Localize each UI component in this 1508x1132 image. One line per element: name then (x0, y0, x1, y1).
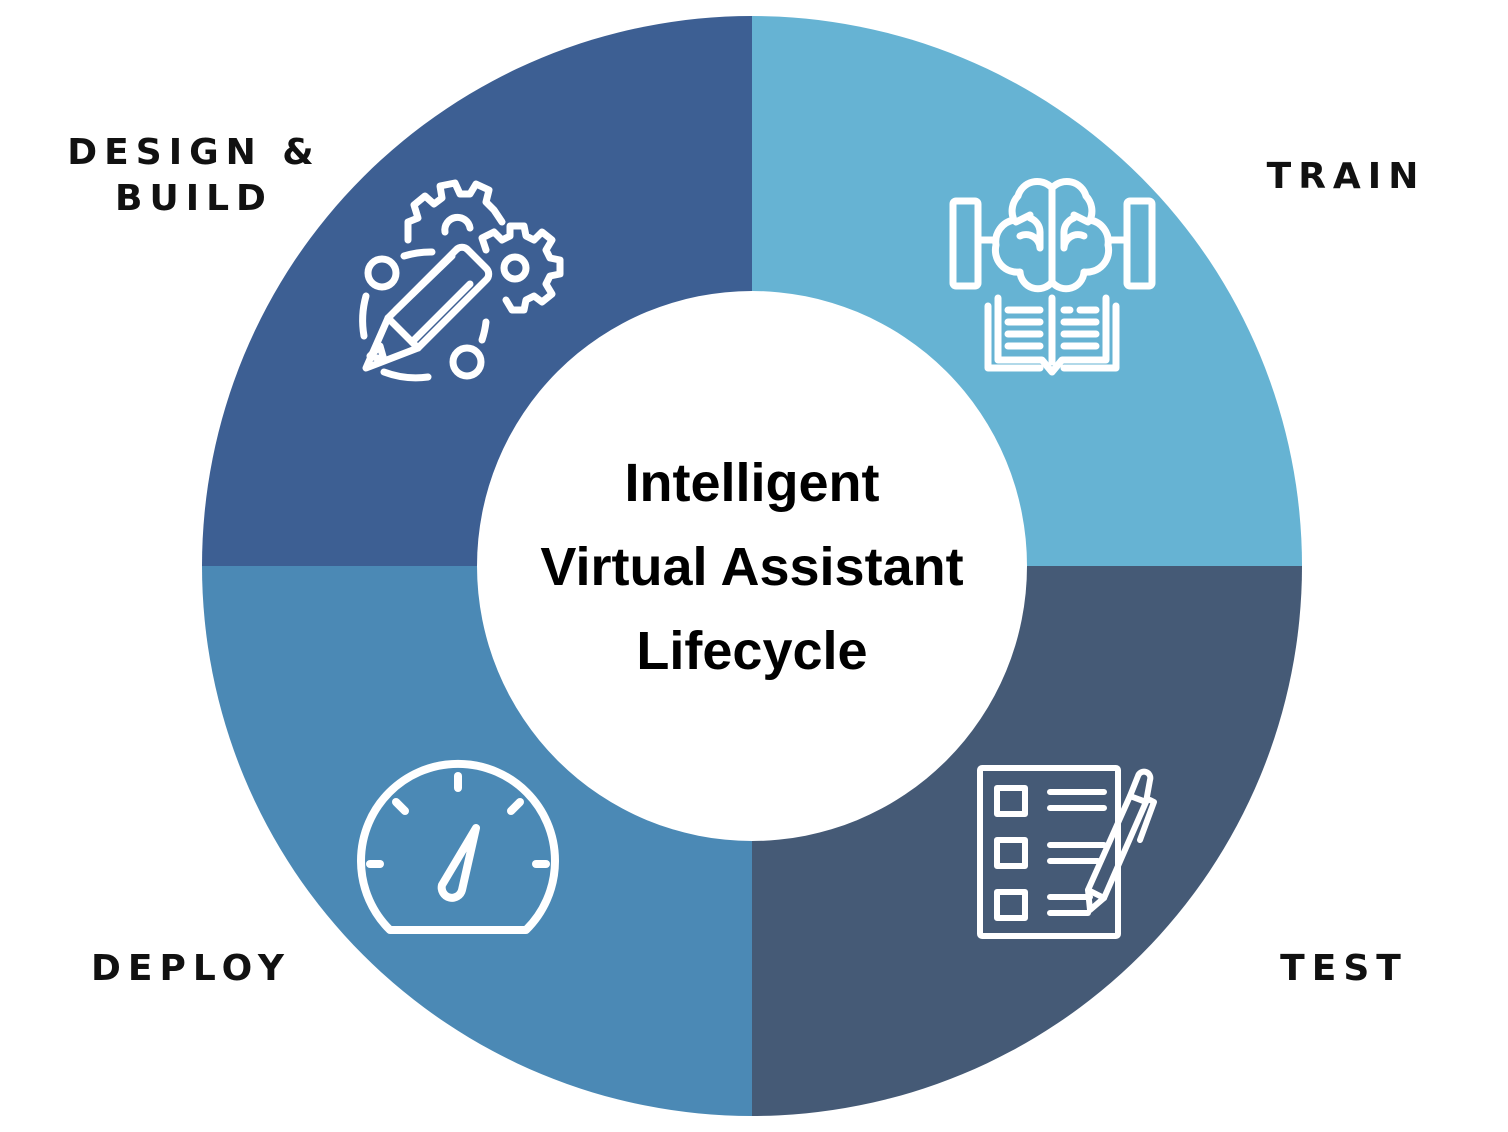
stage-label-test: TEST (1280, 948, 1408, 989)
stage-label-design-build-line2: BUILD (115, 178, 273, 219)
stage-label-design-build: DESIGN & BUILD (62, 130, 326, 222)
checklist-pen-icon (977, 765, 1157, 939)
center-title-line1: Intelligent (624, 453, 880, 513)
speedometer-icon (357, 759, 559, 934)
stage-label-design-build-line1: DESIGN & (67, 132, 321, 173)
brain-book-icon (949, 178, 1156, 376)
center-title: Intelligent Virtual Assistant Lifecycle (477, 441, 1027, 693)
gears-pencil-icon (359, 179, 564, 382)
center-title-line3: Lifecycle (636, 621, 868, 681)
stage-label-train: TRAIN (1266, 156, 1426, 197)
center-circle (477, 291, 1027, 841)
stage-label-deploy: DEPLOY (91, 948, 291, 989)
center-title-line2: Virtual Assistant (540, 537, 964, 597)
